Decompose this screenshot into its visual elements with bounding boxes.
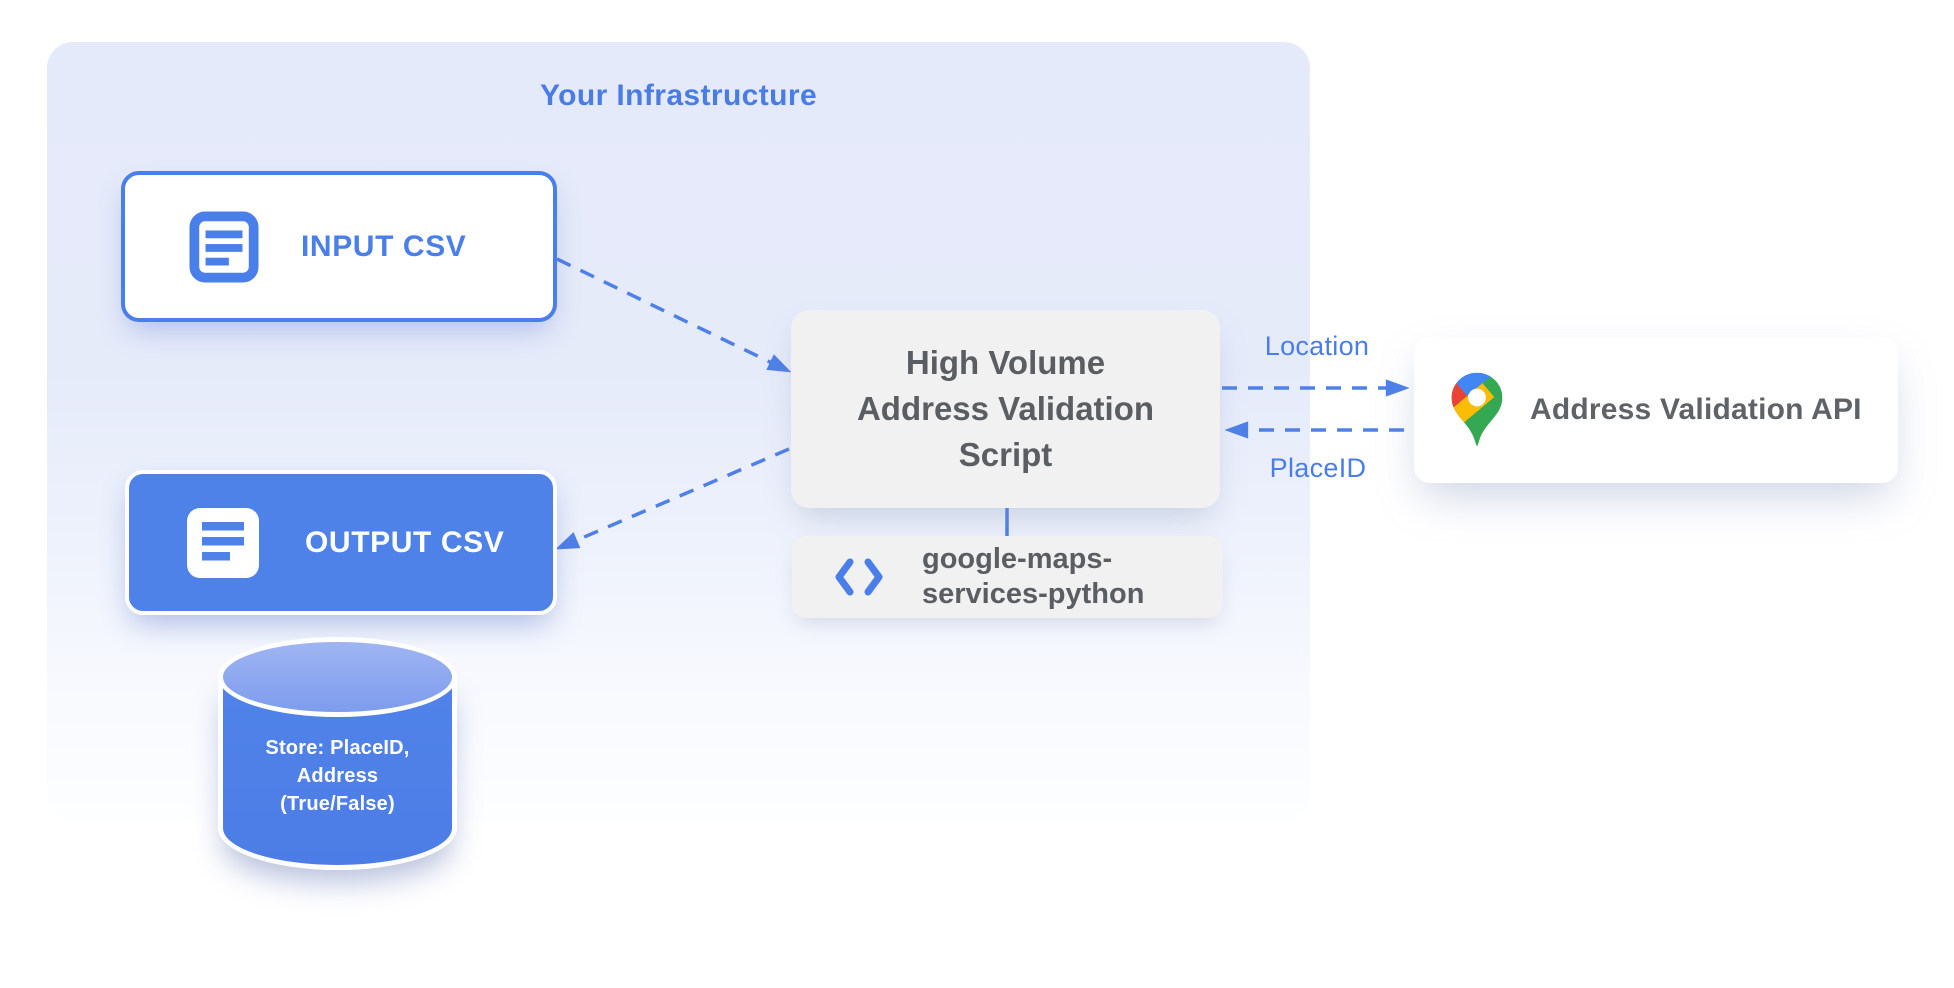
output-csv-label: OUTPUT CSV — [305, 525, 505, 559]
infrastructure-title: Your Infrastructure — [539, 79, 818, 112]
library-node: google-maps- services-python — [792, 536, 1223, 618]
script-line-1: High Volume — [905, 344, 1106, 381]
validation-script-label: High Volume Address Validation Script — [857, 340, 1154, 478]
datastore-line-2: Address — [296, 765, 379, 787]
script-line-3: Script — [958, 436, 1053, 473]
placeid-edge-label: PlaceID — [1269, 453, 1367, 483]
library-line-2: services-python — [922, 578, 1145, 610]
location-edge-label: Location — [1264, 331, 1370, 361]
script-line-2: Address Validation — [856, 390, 1155, 427]
document-icon — [189, 211, 259, 282]
library-line-1: google-maps- — [922, 543, 1113, 575]
document-icon — [187, 507, 259, 578]
input-csv-node: INPUT CSV — [121, 171, 557, 322]
output-csv-node: OUTPUT CSV — [125, 470, 557, 615]
validation-script-node: High Volume Address Validation Script — [791, 310, 1220, 508]
datastore-top — [218, 637, 457, 717]
datastore-line-3: (True/False) — [280, 793, 395, 815]
input-csv-label: INPUT CSV — [301, 229, 467, 263]
api-node: Address Validation API — [1414, 337, 1898, 483]
code-icon — [835, 558, 883, 596]
api-label: Address Validation API — [1530, 393, 1862, 426]
library-label: google-maps- services-python — [922, 542, 1144, 612]
datastore-line-1: Store: PlaceID, — [265, 737, 410, 759]
google-maps-pin-icon — [1451, 372, 1503, 446]
datastore-label: Store: PlaceID, Address (True/False) — [218, 734, 457, 818]
datastore-cylinder: Store: PlaceID, Address (True/False) — [218, 637, 457, 870]
